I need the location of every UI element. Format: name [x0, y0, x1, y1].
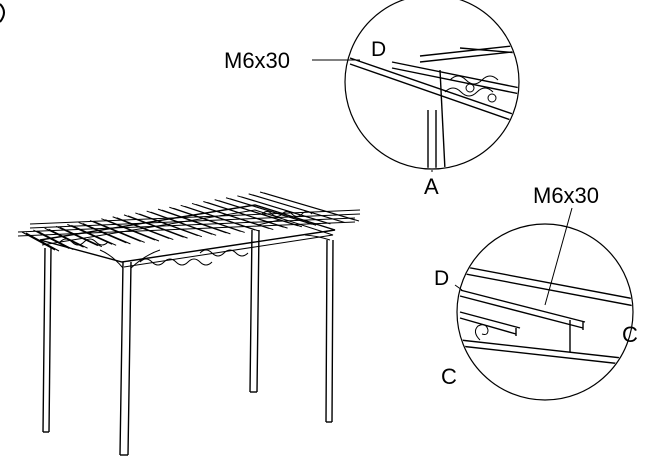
- top-screw-label: M6x30: [224, 48, 290, 73]
- roof-slats: [21, 191, 360, 252]
- pergola-illustration: [17, 191, 361, 456]
- bottom-part-right-label: C: [622, 322, 638, 347]
- roof-slat: [44, 227, 88, 249]
- detail-circle-top: [344, 0, 520, 170]
- roof-slat: [169, 206, 245, 233]
- roof-slat: [214, 199, 303, 228]
- roof-slat: [89, 220, 145, 243]
- roof-slat: [259, 191, 360, 222]
- roof-slat: [180, 204, 260, 232]
- post-back-right: [249, 229, 260, 393]
- detail-callout-top: [312, 0, 520, 172]
- detail-bottom-contents: [458, 264, 632, 367]
- roof-slat: [135, 212, 203, 238]
- roof-slat: [101, 218, 160, 242]
- bottom-part-lower-label: C: [441, 364, 457, 389]
- frame-beams: [39, 204, 336, 269]
- post-front-right: [325, 239, 334, 423]
- top-part-label: D: [371, 38, 386, 61]
- post-front-left: [119, 261, 132, 456]
- roof-slat: [157, 208, 231, 235]
- roof-slat: [248, 193, 345, 223]
- roof-slat: [191, 202, 274, 231]
- roof-slat: [78, 222, 131, 245]
- leader-line-bottom-screw: [544, 207, 573, 306]
- detail-top-contents: [349, 43, 518, 168]
- roof-slat: [146, 210, 217, 236]
- step-number-fragment: [0, 3, 5, 23]
- bottom-screw-label: M6x30: [533, 183, 599, 208]
- roof-slat: [237, 195, 331, 225]
- roof-slat: [225, 197, 317, 226]
- post-back-left: [42, 247, 52, 433]
- roof-slat: [33, 229, 74, 251]
- roof-slat: [55, 225, 103, 248]
- top-anchor-label: A: [424, 174, 439, 199]
- roof-slat: [203, 201, 288, 229]
- roof-slat: [123, 214, 188, 239]
- roof-slat: [112, 216, 174, 241]
- roof-slat: [67, 223, 117, 246]
- roof-slat: [21, 231, 60, 252]
- bottom-part-left-label: D: [434, 267, 449, 290]
- detail-callout-bottom: [454, 207, 634, 401]
